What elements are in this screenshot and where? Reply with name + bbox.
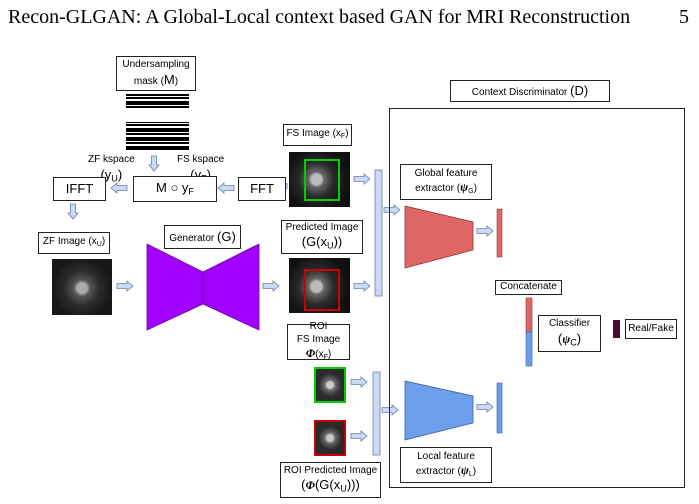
context-discriminator-frame — [389, 108, 685, 488]
output-block — [613, 320, 620, 338]
global-extractor-shape — [404, 205, 474, 269]
multiply-operation: M ○ yF — [133, 176, 217, 202]
paper-header-title: Recon-GLGAN: A Global-Local context base… — [8, 6, 631, 28]
arrow-zf-to-generator — [116, 280, 134, 292]
generator-decoder — [202, 243, 260, 331]
arrow-fft-to-multiply — [217, 182, 235, 194]
fs-roi-box — [304, 159, 340, 201]
local-extractor-shape — [404, 380, 474, 441]
roi-pred-patch — [314, 420, 346, 456]
arrow-roi-fs-to-collector — [350, 376, 368, 388]
arrow-ifft-down — [67, 203, 79, 220]
real-fake-output: Real/Fake — [625, 319, 677, 339]
local-extractor-label: Local feature extractor (ψL) — [400, 447, 492, 483]
predicted-roi-box — [304, 269, 340, 311]
arrow-roi-pred-to-collector — [350, 430, 368, 442]
zf-image-label: ZF Image (xU) — [38, 232, 110, 254]
global-feature-vector — [496, 208, 503, 258]
concat-vector-local — [525, 331, 533, 367]
local-feature-vector — [496, 382, 503, 434]
collector-bar-global — [374, 169, 383, 297]
concatenate-label: Concatenate — [495, 280, 562, 295]
ifft-block: IFFT — [53, 177, 106, 201]
roi-fs-patch — [314, 367, 346, 403]
arrow-generator-to-predicted — [262, 280, 280, 292]
arrow-fs-to-collector — [353, 173, 371, 185]
zf-mri-image — [52, 259, 112, 315]
undersampling-mask-image — [126, 94, 189, 151]
generator-encoder — [146, 243, 204, 331]
discriminator-label: Context Discriminator (D) — [450, 80, 610, 102]
predicted-mri-image — [289, 258, 350, 313]
predicted-image-label: Predicted Image (G(xU)) — [281, 220, 363, 254]
fs-mri-image — [289, 152, 350, 207]
fft-block: FFT — [238, 177, 286, 201]
mask-label-line2: mask (M) — [133, 71, 179, 87]
page-number: 5 — [679, 6, 689, 28]
arrow-mask-down — [148, 155, 160, 172]
zf-kspace-label: ZF kspace (yU) — [88, 154, 135, 183]
global-extractor-label: Global feature extractor (ψG) — [400, 164, 492, 200]
roi-predicted-label: ROI Predicted Image (Φ(G(xU))) — [280, 462, 381, 498]
collector-bar-local — [372, 371, 381, 456]
classifier-box: Classifier (ψC) — [538, 315, 601, 352]
mask-label-box: Undersampling mask (M) — [116, 56, 196, 91]
fs-image-label: FS Image (xF) — [283, 124, 352, 146]
mask-label-line1: Undersampling — [122, 59, 190, 70]
arrow-pred-to-collector — [353, 280, 371, 292]
roi-fs-label: ROI FS Image Φ(xF) — [287, 321, 350, 361]
arrow-multiply-to-ifft — [110, 182, 128, 194]
generator-label: Generator (G) — [164, 225, 241, 249]
